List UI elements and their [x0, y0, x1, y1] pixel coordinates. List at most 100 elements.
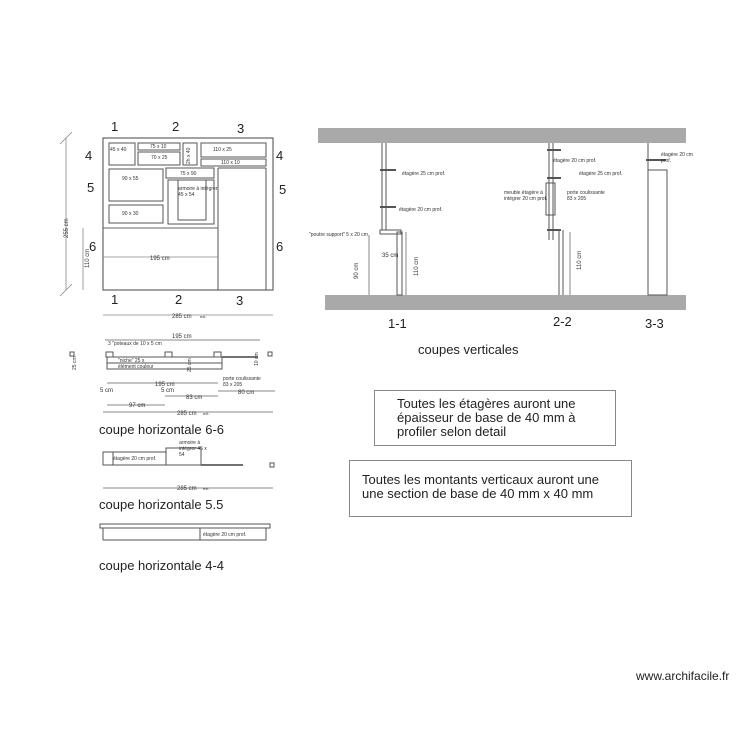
coupe66-title: coupe horizontale 6-6: [99, 422, 225, 437]
section-label-2-2: 2-2: [553, 314, 572, 329]
elevation-dimensions: [59, 131, 273, 316]
cell-label: 110 x 10: [221, 160, 240, 166]
s1-poutre: "poutre support" 5 x 20 cm: [309, 232, 368, 238]
s2-porte-wrap: porte coulissante 83 x 205: [567, 190, 605, 202]
coupe44-drawing: [99, 523, 271, 541]
note-montants-text: Toutes les montants verticaux auront une…: [362, 472, 600, 501]
s1-etagere25: étagère 25 cm prof.: [402, 171, 445, 177]
s2-porte-label: porte coulissante 83 x 205: [567, 190, 605, 202]
section-label-1-1: 1-1: [388, 316, 407, 331]
s2-meuble-wrap: meuble étagère à intégrer 20 cm prof.: [504, 190, 548, 202]
section-3-3: [646, 143, 668, 296]
dim-97: 97 cm: [129, 403, 145, 409]
cell-label: 45 x 40: [110, 147, 127, 153]
armoire-label-wrap: armoire à intégrer 45 x 54: [178, 186, 218, 198]
vertical-sections-title: coupes verticales: [418, 342, 519, 357]
s2-etagere25: étagère 25 cm prof.: [579, 171, 622, 177]
marker: [69, 351, 75, 357]
coupe55-title: coupe horizontale 5.5: [99, 497, 224, 512]
dim-25a: 25 cm: [72, 356, 78, 370]
s1-d90: 90 cm: [354, 263, 360, 279]
coupe55-285-suffix: ext.: [203, 486, 209, 491]
section-marker: 3: [237, 121, 244, 136]
dim-195: 195 cm: [150, 256, 170, 262]
coupe55-armoire-wrap: armoire à intégrer 45 x 54: [179, 440, 207, 458]
note-etageres-text: Toutes les étagères auront une épaisseur…: [397, 396, 576, 439]
coupe55-armoire-label: armoire à intégrer 45 x 54: [179, 440, 207, 458]
dim-285: 285 cm: [172, 314, 192, 320]
dim-285b-suffix: ext.: [203, 411, 209, 416]
coupe55-part: [102, 451, 114, 466]
coupe55-armoire: [165, 447, 202, 466]
coupe66-element: élément couleur: [118, 364, 154, 370]
section-label-3-3: 3-3: [645, 316, 664, 331]
dim-110: 110 cm: [85, 249, 91, 268]
s3-etagere-label: étagère 20 cm prof.: [661, 152, 693, 164]
cell-label: 90 x 55: [122, 176, 139, 182]
coupe55-285: 285 cm: [177, 486, 197, 492]
cell-110x25: [200, 142, 267, 158]
section-marker: 2: [175, 292, 182, 307]
s1-d35: 35 cm: [382, 253, 398, 259]
dim-285-suffix: ext.: [200, 314, 206, 319]
cell-label: 75 x 90: [180, 171, 197, 177]
marker: [269, 462, 275, 468]
coupe66-niche: "niche" 25 x: [118, 358, 145, 364]
armoire-label: armoire à intégrer 45 x 54: [178, 186, 218, 198]
s2-meuble-label: meuble étagère à intégrer 20 cm prof.: [504, 190, 548, 202]
cell-armoire: [177, 179, 207, 221]
cell-90x55: [108, 168, 164, 202]
coupe66-porte-dim: 83 x 205: [223, 382, 242, 388]
coupe55-etagere-label: étagère 20 cm prof.: [113, 456, 156, 462]
cell-110x10: [200, 158, 267, 167]
dim-5b: 5 cm: [161, 388, 174, 394]
dim-255: 255 cm: [64, 218, 70, 238]
note-montants: Toutes les montants verticaux auront une…: [349, 460, 632, 517]
cell-70x25: [137, 151, 181, 166]
cell-label: 70 x 25: [151, 155, 168, 161]
floor-slab: [325, 295, 686, 310]
section-1-1: [368, 143, 407, 296]
elevation-drawing: [102, 137, 274, 291]
cell-label: 2h x 40: [186, 147, 192, 164]
section-marker: 5: [87, 180, 94, 195]
s1-d110: 110 cm: [414, 257, 420, 276]
s2-etagere20: étagère 20 cm prof.: [553, 158, 596, 164]
section-marker: 5: [279, 182, 286, 197]
coupe44-title: coupe horizontale 4-4: [99, 558, 225, 573]
section-2-2: [545, 143, 571, 295]
section-marker: 4: [85, 148, 92, 163]
s3-etagere-wrap: étagère 20 cm prof.: [661, 152, 693, 164]
s1-etagere20: étagère 20 cm prof.: [399, 207, 442, 213]
section-marker: 4: [276, 148, 283, 163]
footer-site[interactable]: www.archifacile.fr: [636, 669, 730, 683]
coupe44-etagere-label: étagère 20 cm prof.: [203, 532, 246, 538]
coupe66-poteaux: 3 "poteaux de 10 x 5 cm: [108, 341, 162, 347]
s2-d110: 110 cm: [577, 251, 583, 270]
dim-285b: 285 cm: [177, 411, 197, 417]
section-marker: 6: [89, 239, 96, 254]
cell-label: 110 x 25: [213, 147, 232, 153]
elevation-outline: [102, 137, 274, 291]
section-marker: 3: [236, 293, 243, 308]
poteau: [164, 351, 173, 358]
dim-195b: 195 cm: [155, 382, 175, 388]
section-marker: 1: [111, 119, 118, 134]
coupe55-drawing: [102, 447, 275, 489]
note-etageres: Toutes les étagères auront une épaisseur…: [374, 390, 616, 446]
dim-83: 83 cm: [186, 395, 202, 401]
cell-75x90: [165, 167, 215, 179]
coupe44-top: [99, 523, 271, 529]
dim-10: 10 cm: [254, 352, 260, 366]
poteau: [213, 351, 222, 358]
poteau: [105, 351, 114, 358]
cell-75x10: [137, 142, 181, 151]
cell-2hx40: [182, 142, 198, 166]
section-marker: 1: [111, 292, 118, 307]
cell-label: 75 x 10: [150, 144, 167, 150]
cell-45x40: [108, 142, 136, 166]
marker: [267, 351, 273, 357]
cell-90x30: [108, 204, 164, 224]
dim-5a: 5 cm: [100, 388, 113, 394]
